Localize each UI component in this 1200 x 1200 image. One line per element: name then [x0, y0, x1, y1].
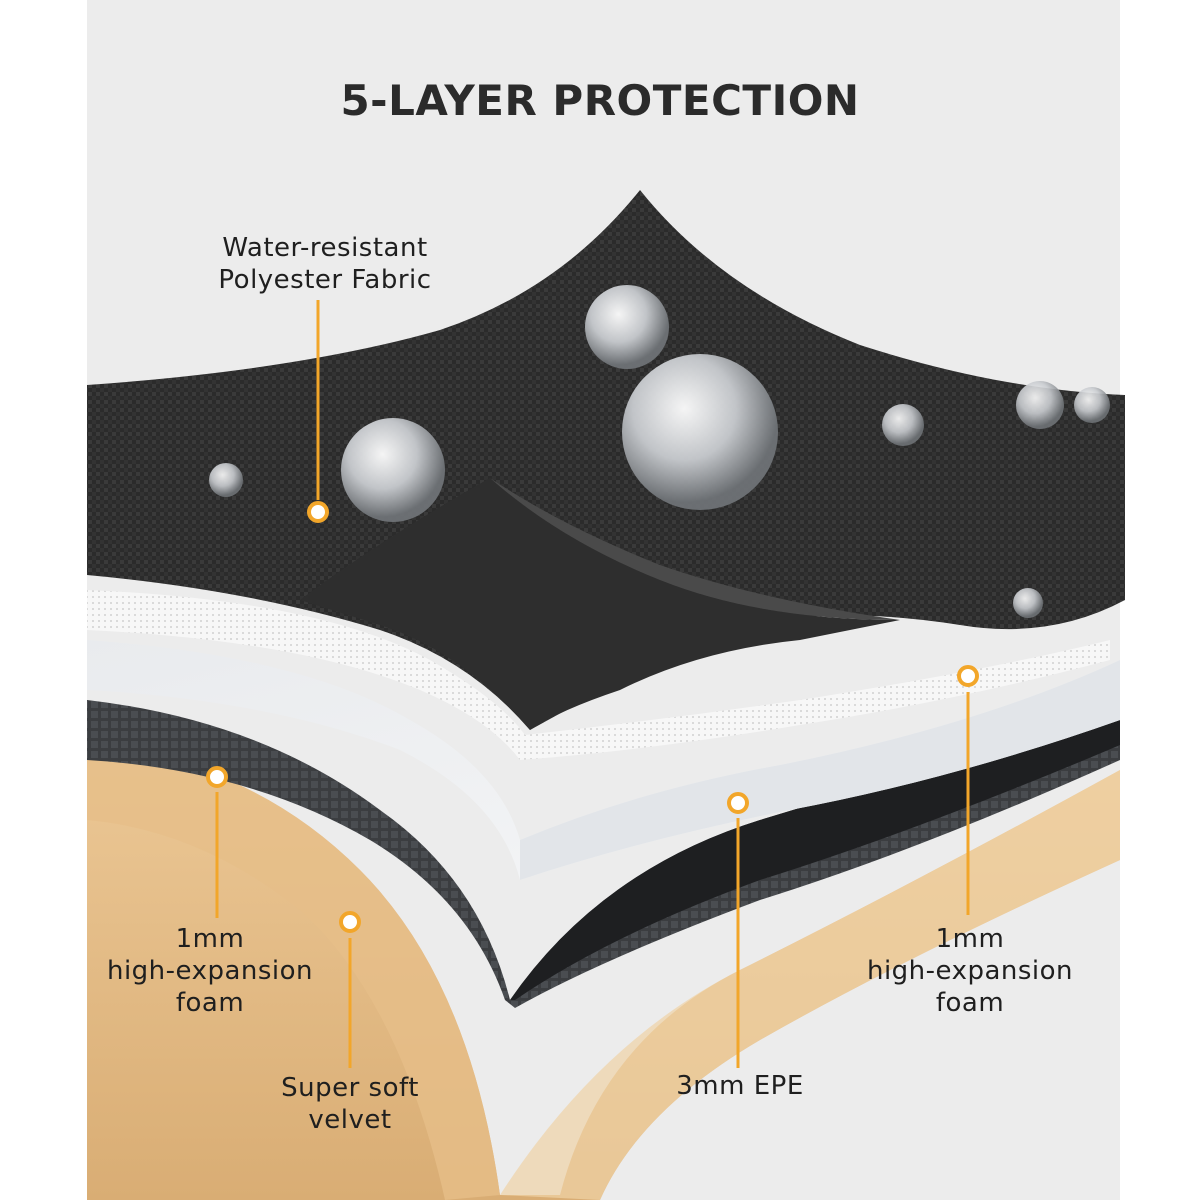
page-title: 5-LAYER PROTECTION	[340, 76, 860, 125]
marker-foam-right	[957, 665, 979, 687]
marker-foam-left	[206, 766, 228, 788]
fabric-lining	[300, 478, 900, 730]
markers	[206, 501, 979, 933]
marker-fabric	[307, 501, 329, 523]
marker-velvet	[339, 911, 361, 933]
water-droplets	[209, 285, 1110, 618]
label-fabric: Water-resistant Polyester Fabric	[218, 233, 432, 295]
label-foam-right: 1mm high-expansion foam	[866, 924, 1074, 1018]
foam-layer-light	[87, 590, 1110, 760]
epe-layer	[87, 640, 1120, 880]
marker-epe	[727, 792, 749, 814]
label-epe: 3mm EPE	[676, 1071, 804, 1101]
label-foam-left: 1mm high-expansion foam	[106, 924, 314, 1018]
label-velvet: Super soft velvet	[281, 1073, 419, 1135]
